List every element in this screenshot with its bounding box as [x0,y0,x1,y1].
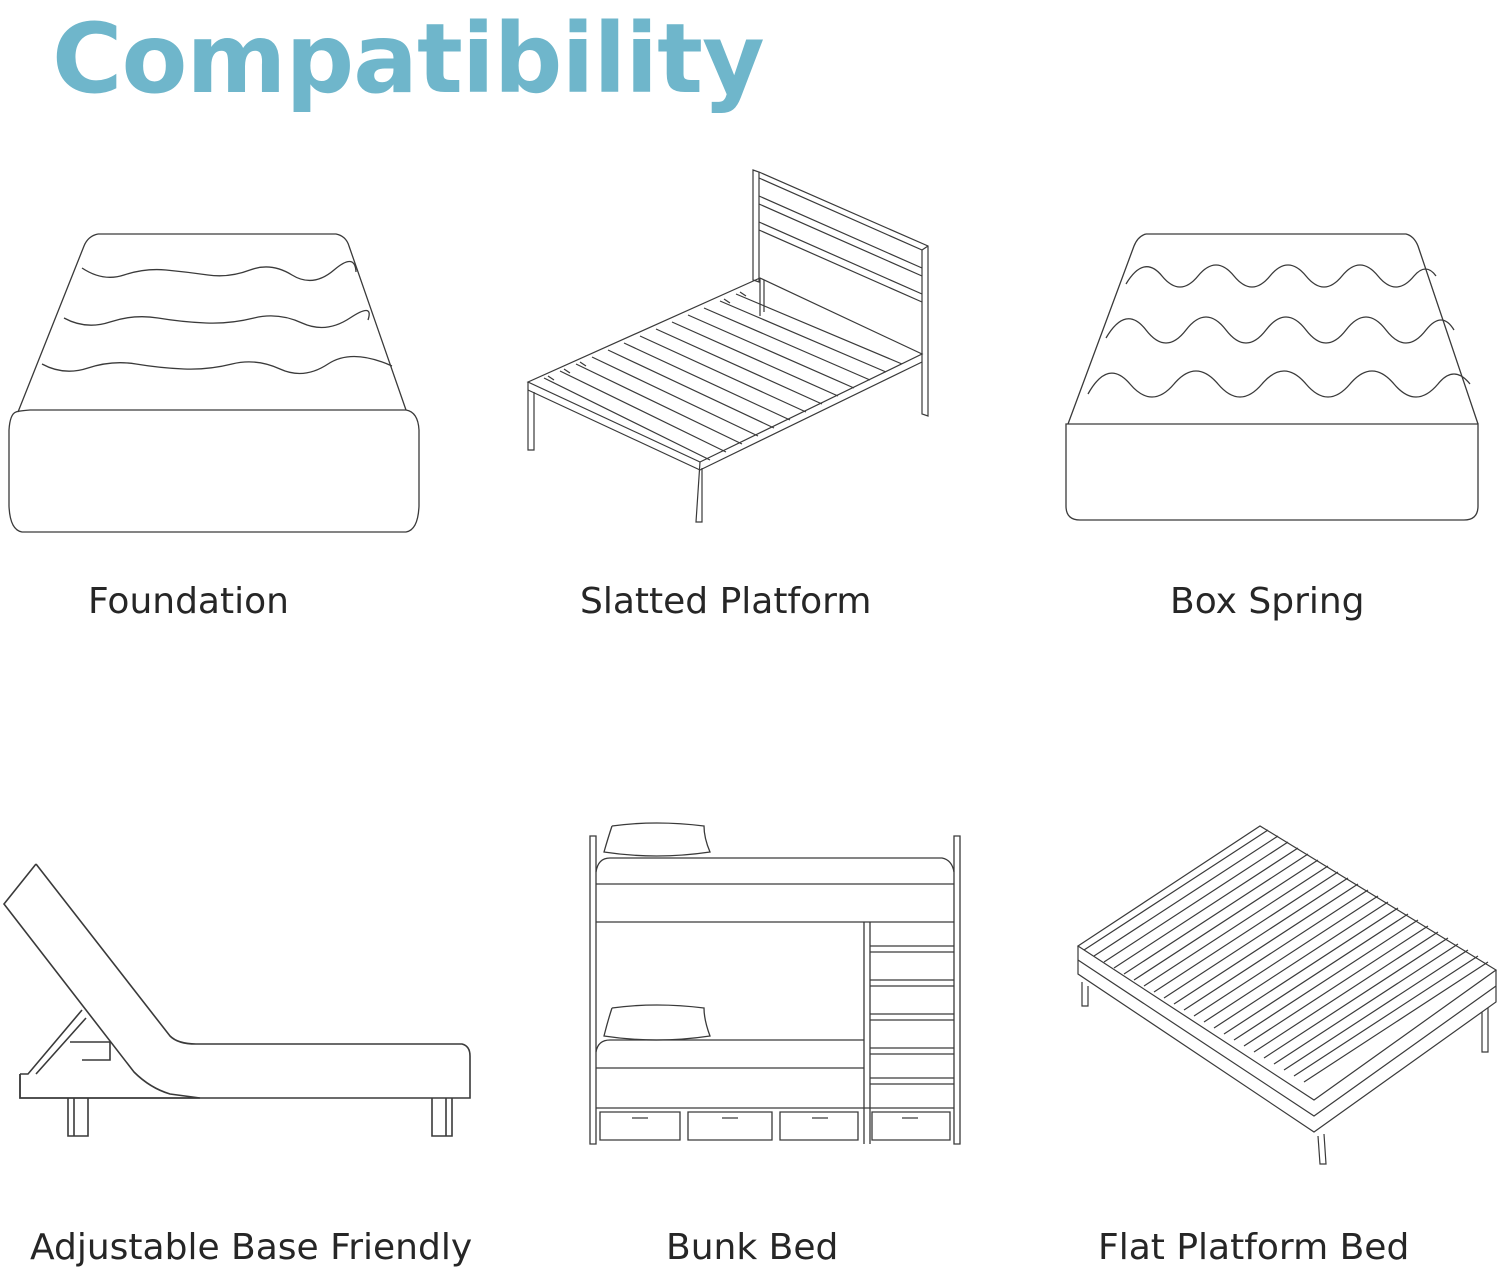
item-label-flat-platform-bed: Flat Platform Bed [1098,1227,1410,1268]
item-label-foundation: Foundation [88,581,289,622]
item-label-bunk-bed: Bunk Bed [666,1227,839,1268]
foundation-mattress-icon [6,230,422,538]
item-label-adjustable-base: Adjustable Base Friendly [30,1227,473,1268]
item-label-slatted-platform: Slatted Platform [580,581,872,622]
adjustable-base-icon [0,860,474,1142]
bunk-bed-icon [586,822,966,1150]
box-spring-icon [1062,230,1482,526]
slatted-platform-bed-icon [524,166,934,528]
page-title: Compatibility [52,3,765,115]
flat-platform-bed-icon [1074,822,1500,1168]
item-label-box-spring: Box Spring [1170,581,1365,622]
